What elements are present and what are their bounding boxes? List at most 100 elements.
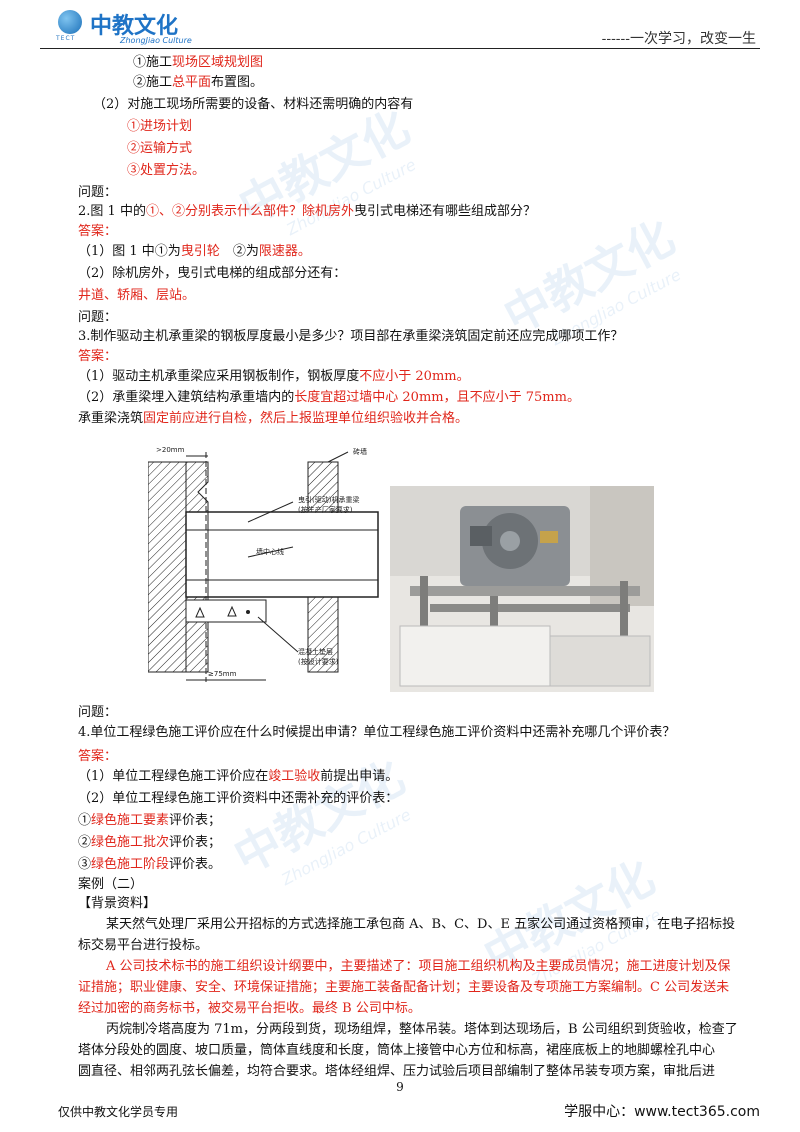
text-line: ①绿色施工要素评价表；	[78, 812, 221, 830]
text-span: 问题：	[78, 310, 118, 325]
center-line-label: 墙中心线	[256, 547, 284, 556]
text-line: ②施工总平面布置图。	[133, 74, 263, 92]
text-span: 答案：	[78, 749, 118, 764]
text-line: （1）图 1 中①为曳引轮 ②为限速器。	[78, 243, 311, 261]
text-span: ②运输方式	[127, 141, 193, 156]
text-span: （1）图 1 中①为	[78, 244, 181, 259]
text-line: （1）单位工程绿色施工评价应在竣工验收前提出申请。	[78, 768, 398, 786]
text-span: 井道、轿厢、层站。	[78, 288, 196, 303]
globe-icon	[58, 10, 82, 34]
slogan: ------一次学习，改变一生	[601, 31, 756, 47]
beam-diagram: >20mm 砖墙 曳引(驱动)机承重梁 (按生产厂家要求) 墙中心线 混凝土垫层…	[148, 446, 379, 682]
text-span: 绿色施工批次	[91, 835, 170, 850]
text-line: 4.单位工程绿色施工评价应在什么时候提出申请？单位工程绿色施工评价资料中还需补充…	[78, 724, 675, 742]
text-span: ②为	[219, 244, 259, 259]
text-span: 答案：	[78, 224, 118, 239]
text-line: A 公司技术标书的施工组织设计纲要中，主要描述了：项目施工组织机构及主要成员情况…	[106, 958, 731, 976]
text-span: 长度宜超过墙中心 20mm，且不应小于 75mm。	[294, 390, 580, 405]
page-number: 9	[396, 1080, 404, 1094]
logo-sub: TECT	[56, 35, 76, 42]
text-span: 圆直径、相邻两孔弦长偏差，均符合要求。塔体经组焊、压力试验后项目部编制了整体吊装…	[78, 1064, 716, 1079]
text-span: （2）单位工程绿色施工评价资料中还需补充的评价表：	[78, 791, 399, 806]
text-span: 竣工验收	[268, 769, 321, 784]
text-span: ②施工	[133, 75, 173, 90]
text-span: 不应小于 20mm。	[359, 369, 470, 384]
text-line: ①施工现场区域规划图	[133, 54, 263, 72]
text-span: 丙烷制冷塔高度为 71m，分两段到货，现场组焊，整体吊装。塔体到达现场后，B 公…	[106, 1022, 738, 1037]
text-span: 总平面	[172, 75, 212, 90]
text-span: 4.单位工程绿色施工评价应在什么时候提出申请？单位工程绿色施工评价资料中还需补充…	[78, 725, 676, 740]
text-line: 【背景资料】	[78, 895, 156, 913]
text-line: 答案：	[78, 348, 117, 366]
text-span: 评价表；	[169, 813, 222, 828]
text-span: 前提出申请。	[320, 769, 399, 784]
page-header: TECT 中教文化 ZhongJiao Culture ------一次学习，改…	[40, 6, 760, 49]
text-line: 2.图 1 中的①、②分别表示什么部件？除机房外曳引式电梯还有哪些组成部分？	[78, 203, 536, 221]
text-line: ②绿色施工批次评价表；	[78, 834, 221, 852]
footer-right: 学服中心：www.tect365.com	[564, 1104, 760, 1120]
text-span: ①进场计划	[127, 119, 193, 134]
text-span: ①	[78, 813, 92, 828]
text-line: 问题：	[78, 309, 117, 327]
text-span: 案例（二）	[78, 877, 144, 892]
text-line: ②运输方式	[127, 140, 192, 158]
text-span: ②	[78, 835, 92, 850]
text-span: 问题：	[78, 705, 118, 720]
text-span: （2）除机房外，曳引式电梯的组成部分还有：	[78, 266, 347, 281]
text-span: ①、②分别表示什么部件？除机房外	[145, 204, 354, 219]
text-line: 圆直径、相邻两孔弦长偏差，均符合要求。塔体经组焊、压力试验后项目部编制了整体吊装…	[78, 1063, 715, 1081]
text-span: 3.制作驱动主机承重梁的钢板厚度最小是多少？项目部在承重梁浇筑固定前还应完成哪项…	[78, 329, 624, 344]
text-line: ③绿色施工阶段评价表。	[78, 856, 221, 874]
text-line: （2）对施工现场所需要的设备、材料还需明确的内容有	[93, 96, 413, 114]
text-line: ①进场计划	[127, 118, 192, 136]
beam-note: (按生产厂家要求)	[298, 505, 353, 514]
pad-label: 混凝土垫层	[298, 647, 333, 656]
dimension-label-bottom: ≥75mm	[208, 670, 237, 678]
pad-note: (按设计要求)	[298, 657, 339, 666]
text-span: 问题：	[78, 185, 118, 200]
text-span: 布置图。	[211, 75, 264, 90]
text-line: （2）除机房外，曳引式电梯的组成部分还有：	[78, 265, 346, 283]
text-span: （1）驱动主机承重梁应采用钢板制作，钢板厚度	[78, 369, 360, 384]
text-span: 评价表；	[169, 835, 222, 850]
text-span: 证措施；职业健康、安全、环境保证措施；主要施工装备配备计划；主要设备及专项施工方…	[78, 980, 730, 995]
logo: TECT 中教文化 ZhongJiao Culture	[50, 8, 210, 48]
beam-label: 曳引(驱动)机承重梁	[298, 495, 359, 504]
figure: >20mm 砖墙 曳引(驱动)机承重梁 (按生产厂家要求) 墙中心线 混凝土垫层…	[148, 442, 656, 692]
text-span: 限速器。	[258, 244, 311, 259]
text-span: ③	[78, 857, 92, 872]
text-line: 塔体分段处的圆度、坡口质量，筒体直线度和长度，筒体上接管中心方位和标高，裙座底板…	[78, 1042, 715, 1060]
text-span: 绿色施工阶段	[91, 857, 170, 872]
text-span: 绿色施工要素	[91, 813, 170, 828]
text-span: ①施工	[133, 55, 173, 70]
text-line: 经过加密的商务标书，被交易平台拒收。最终 B 公司中标。	[78, 1000, 421, 1018]
text-line: ③处置方法。	[127, 162, 205, 180]
text-span: （2）对施工现场所需要的设备、材料还需明确的内容有	[93, 97, 414, 112]
text-span: ③处置方法。	[127, 163, 206, 178]
text-line: 丙烷制冷塔高度为 71m，分两段到货，现场组焊，整体吊装。塔体到达现场后，B 公…	[106, 1021, 738, 1039]
text-span: 经过加密的商务标书，被交易平台拒收。最终 B 公司中标。	[78, 1001, 421, 1016]
text-span: 塔体分段处的圆度、坡口质量，筒体直线度和长度，筒体上接管中心方位和标高，裙座底板…	[78, 1043, 716, 1058]
text-span: 2.图 1 中的	[78, 204, 146, 219]
text-line: 某天然气处理厂采用公开招标的方式选择施工承包商 A、B、C、D、E 五家公司通过…	[106, 916, 735, 934]
text-line: （1）驱动主机承重梁应采用钢板制作，钢板厚度不应小于 20mm。	[78, 368, 470, 386]
text-line: 问题：	[78, 704, 117, 722]
logo-english: ZhongJiao Culture	[120, 36, 192, 45]
text-line: （2）单位工程绿色施工评价资料中还需补充的评价表：	[78, 790, 398, 808]
dimension-label-top: >20mm	[156, 446, 185, 454]
text-line: 证措施；职业健康、安全、环境保证措施；主要施工装备配备计划；主要设备及专项施工方…	[78, 979, 729, 997]
text-line: 井道、轿厢、层站。	[78, 287, 195, 305]
text-span: A 公司技术标书的施工组织设计纲要中，主要描述了：项目施工组织机构及主要成员情况…	[106, 959, 731, 974]
text-span: 承重梁浇筑	[78, 411, 144, 426]
text-span: 评价表。	[169, 857, 222, 872]
text-span: 现场区域规划图	[172, 55, 264, 70]
machine-photo	[390, 486, 654, 692]
text-line: 标交易平台进行投标。	[78, 937, 208, 955]
text-line: 案例（二）	[78, 876, 143, 894]
text-line: 问题：	[78, 184, 117, 202]
text-line: 承重梁浇筑固定前应进行自检，然后上报监理单位组织验收并合格。	[78, 410, 468, 428]
text-span: 答案：	[78, 349, 118, 364]
text-span: 曳引轮	[180, 244, 220, 259]
